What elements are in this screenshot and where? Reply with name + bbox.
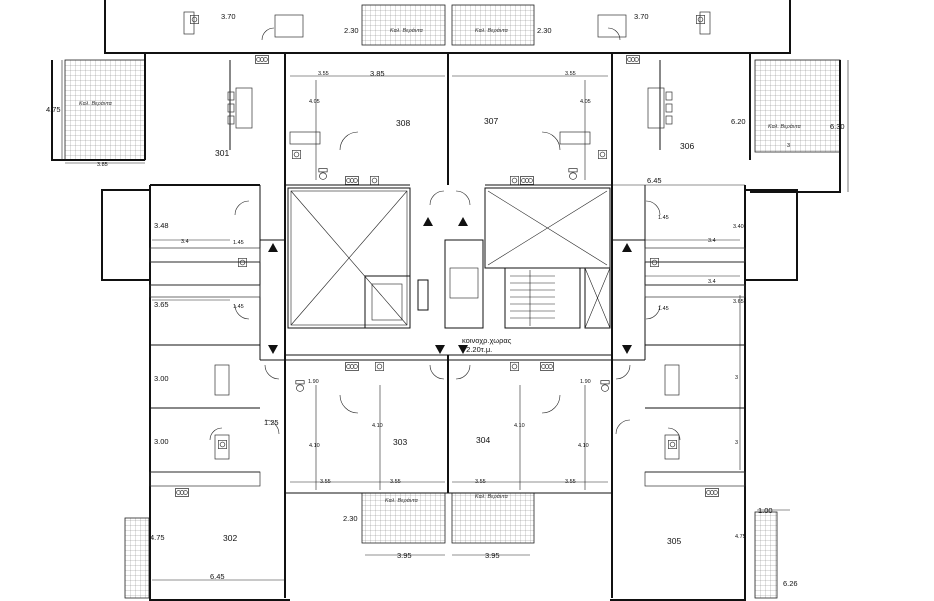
dim-label: 3.55 [320,479,331,485]
dim-label: 3.65 [733,299,744,305]
apt-305-label: 305 [667,536,681,546]
balcony-label: Καλ. Βεράντα [385,498,419,504]
dim-label: 2.30 [537,26,552,35]
balcony-labels: Καλ. Βεράντα Καλ. Βεράντα Καλ. Βεράντα Κ… [79,28,802,504]
dim-label: 6.45 [210,572,225,581]
dimension-lines [61,58,849,581]
dim-label: 4.75 [150,533,165,542]
apt-303-label: 303 [393,437,407,447]
dim-label: 4.75 [735,534,746,540]
dim-label: 3.85 [370,69,385,78]
apt-306-label: 306 [680,141,694,151]
interior-walls [150,53,745,494]
fixtures [149,11,746,497]
dim-label: 3.70 [634,12,649,21]
dim-label: 3.70 [221,12,236,21]
dim-label: 4.10 [372,423,383,429]
dim-label: 1.00 [758,506,773,515]
dim-label: 6.20 [731,117,746,126]
dim-label: 6.45 [647,176,662,185]
dim-label: 3 [735,375,738,381]
dim-label: 2.30 [343,514,358,523]
dim-label: 3.95 [485,551,500,560]
dim-label: 1.25 [264,418,279,427]
dim-label: 3.4 [708,279,716,285]
apt-308-label: 308 [396,118,410,128]
balcony-label: Καλ. Βεράντα [475,28,509,34]
dim-label: 3.55 [390,479,401,485]
balcony-label: Καλ. Βεράντα [390,28,424,34]
apartment-labels: 301 302 303 304 305 306 307 308 [215,116,694,546]
common-area-label: κοινοχρ.χωρας 72.20τ.μ. [462,336,512,354]
entry-markers [268,217,632,354]
dim-label: 3.00 [154,437,169,446]
dim-label: 4.10 [514,423,525,429]
dim-label: 2.30 [344,26,359,35]
dim-label: 4.10 [309,443,320,449]
dim-label: 3.95 [397,551,412,560]
dim-label: 3.4 [708,238,716,244]
dimension-labels: 3.70 3.70 2.30 2.30 4.75 3.85 3.55 3.85 … [46,12,845,588]
dim-label: 3 [787,143,790,149]
dim-label: 4.10 [578,443,589,449]
dim-label: 3.55 [565,71,576,77]
dim-label: 1.45 [658,306,669,312]
dim-label: 3.55 [475,479,486,485]
dim-label: 1.45 [233,304,244,310]
common-corridor [260,239,645,361]
dim-label: 3.40 [733,224,744,230]
dim-label: 3.55 [565,479,576,485]
dim-label: 3.85 [97,162,108,168]
dim-label: 1.90 [308,379,319,385]
building-core [287,187,611,329]
dim-label: 6.30 [830,122,845,131]
dim-label: 4.05 [580,99,591,105]
door-swings [209,27,681,441]
balcony-label: Καλ. Βεράντα [79,101,113,107]
dim-label: 3.48 [154,221,169,230]
dim-label: 3.00 [154,374,169,383]
dim-label: 4.05 [309,99,320,105]
dim-label: 3.65 [154,300,169,309]
dim-label: 6.26 [783,579,798,588]
common-area-name: κοινοχρ.χωρας [462,336,512,345]
dim-label: 4.75 [46,105,61,114]
stair-treads [510,270,555,326]
apt-304-label: 304 [476,435,490,445]
dim-label: 3.55 [318,71,329,77]
dim-label: 3.4 [181,239,189,245]
common-area-size: 72.20τ.μ. [462,345,492,354]
apt-301-label: 301 [215,148,229,158]
apt-307-label: 307 [484,116,498,126]
dim-label: 1.90 [580,379,591,385]
balconies [64,4,841,599]
balcony-label: Καλ. Βεράντα [475,494,509,500]
apt-302-label: 302 [223,533,237,543]
balcony-label: Καλ. Βεράντα [768,124,802,130]
dim-label: 1.45 [233,240,244,246]
dim-label: 1.45 [658,215,669,221]
dim-label: 3 [735,440,738,446]
